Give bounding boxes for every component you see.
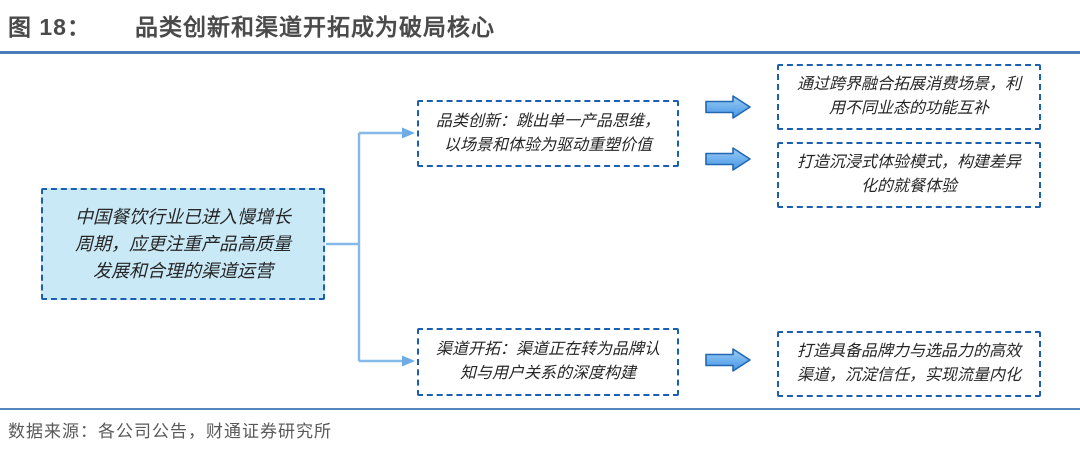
outcome-box-text: 打造具备品牌力与选品力的高效渠道，沉淀信任，实现流量内化	[796, 343, 1021, 384]
footer-rule-divider	[0, 408, 1080, 410]
outcome-box-text: 打造沉浸式体验模式，构建差异化的就餐体验	[796, 154, 1021, 195]
figure-title: 品类创新和渠道开拓成为破局核心	[134, 14, 495, 40]
root-box: 中国餐饮行业已进入慢增长周期，应更注重产品高质量发展和合理的渠道运营	[41, 188, 325, 300]
block-arrow-middle	[705, 147, 751, 171]
connector-tree	[326, 131, 403, 363]
data-source: 数据来源：各公司公告，财通证券研究所	[8, 422, 332, 441]
branch-box-text: 渠道开拓：渠道正在转为品牌认知与用户关系的深度构建	[435, 341, 660, 382]
branch-arrowhead-bottom	[402, 355, 415, 367]
branch-box-text: 品类创新：跳出单一产品思维，以场景和体验为驱动重塑价值	[435, 112, 660, 154]
title-rule-divider	[0, 51, 1080, 54]
figure-label: 图 18：	[8, 14, 91, 40]
outcome-box-cross-industry: 通过跨界融合拓展消费场景，利用不同业态的功能互补	[777, 64, 1041, 130]
figure-header: 图 18： 品类创新和渠道开拓成为破局核心	[8, 8, 495, 42]
outcome-box-efficient-channel: 打造具备品牌力与选品力的高效渠道，沉淀信任，实现流量内化	[777, 331, 1041, 397]
branch-box-category-innovation: 品类创新：跳出单一产品思维，以场景和体验为驱动重塑价值	[417, 100, 679, 167]
branch-box-channel-expansion: 渠道开拓：渠道正在转为品牌认知与用户关系的深度构建	[417, 328, 679, 396]
branch-arrowhead-top	[402, 127, 415, 139]
outcome-box-text: 通过跨界融合拓展消费场景，利用不同业态的功能互补	[796, 76, 1021, 117]
block-arrow-bottom	[705, 348, 751, 372]
block-arrow-top	[705, 95, 751, 119]
root-box-text: 中国餐饮行业已进入慢增长周期，应更注重产品高质量发展和合理的渠道运营	[75, 206, 291, 281]
outcome-box-immersive-experience: 打造沉浸式体验模式，构建差异化的就餐体验	[777, 142, 1041, 208]
